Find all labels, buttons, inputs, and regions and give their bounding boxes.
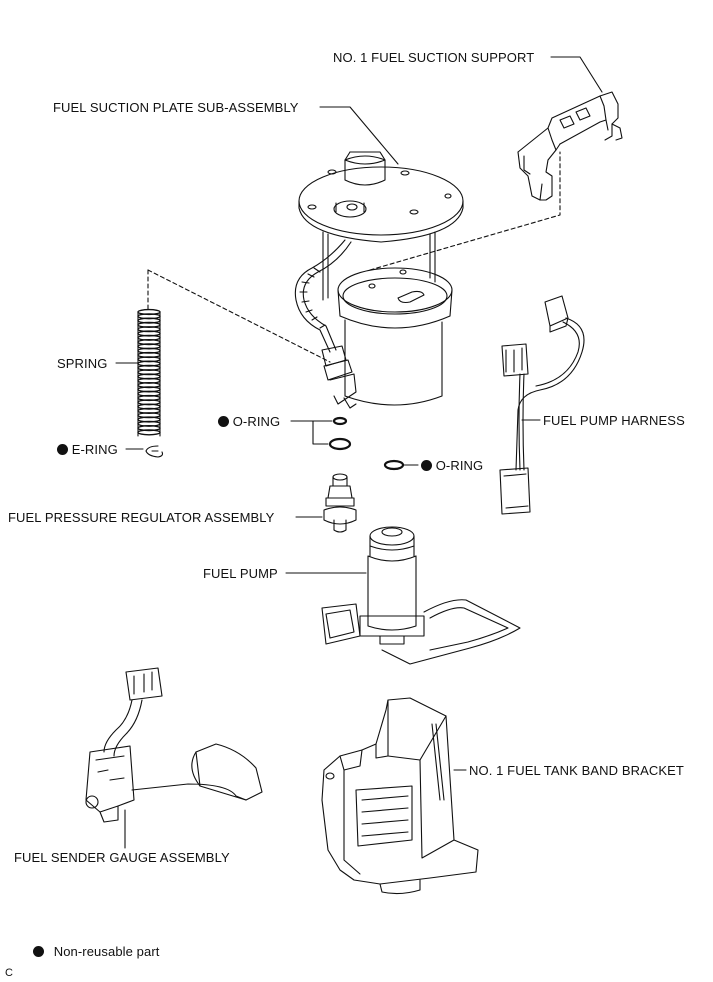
corner-code: C — [5, 967, 14, 979]
fuel-suction-support-part — [518, 92, 622, 200]
o-ring-upper-text: O-RING — [232, 414, 281, 429]
leader-suction-plate — [320, 107, 398, 164]
label-no1-fuel-suction-support: NO. 1 FUEL SUCTION SUPPORT — [333, 50, 535, 65]
label-no1-fuel-tank-band-bracket: NO. 1 FUEL TANK BAND BRACKET — [469, 763, 684, 778]
leader-suction-support — [551, 57, 602, 92]
non-reusable-dot-icon — [33, 946, 44, 957]
non-reusable-dot-icon — [218, 416, 229, 427]
o-ring-small — [334, 418, 346, 424]
leader-o-ring-upper — [291, 421, 332, 444]
label-fuel-sender-gauge-assembly: FUEL SENDER GAUGE ASSEMBLY — [14, 850, 230, 865]
label-fuel-pressure-regulator-assembly: FUEL PRESSURE REGULATOR ASSEMBLY — [8, 510, 275, 525]
label-spring: SPRING — [57, 356, 108, 371]
fuel-sender-gauge-part — [86, 668, 262, 822]
fuel-suction-plate-part — [299, 152, 463, 300]
label-fuel-pump: FUEL PUMP — [203, 566, 278, 581]
fuel-pump-harness-part — [500, 296, 584, 514]
e-ring-text: E-RING — [71, 442, 118, 457]
o-ring-right-text: O-RING — [435, 458, 484, 473]
label-o-ring-upper: O-RING — [218, 414, 280, 429]
corrugated-harness-part — [295, 240, 356, 408]
label-o-ring-right: O-RING — [421, 458, 483, 473]
spring-part — [138, 310, 160, 436]
dashed-alignment-lines — [148, 152, 560, 362]
legend-non-reusable: Non-reusable part — [33, 944, 159, 959]
label-e-ring: E-RING — [57, 442, 118, 457]
fuel-filter-cup-part — [338, 268, 452, 405]
o-ring-large — [330, 439, 350, 449]
e-ring-part — [146, 446, 163, 457]
fuel-pressure-regulator-part — [324, 474, 356, 532]
o-ring-right — [385, 461, 403, 469]
label-fuel-suction-plate-sub-assembly: FUEL SUCTION PLATE SUB-ASSEMBLY — [53, 100, 299, 115]
label-fuel-pump-harness: FUEL PUMP HARNESS — [543, 413, 685, 428]
fuel-pump-part — [322, 527, 520, 664]
non-reusable-dot-icon — [421, 460, 432, 471]
non-reusable-dot-icon — [57, 444, 68, 455]
fuel-tank-band-bracket-part — [322, 698, 478, 894]
legend-text: Non-reusable part — [53, 944, 160, 959]
